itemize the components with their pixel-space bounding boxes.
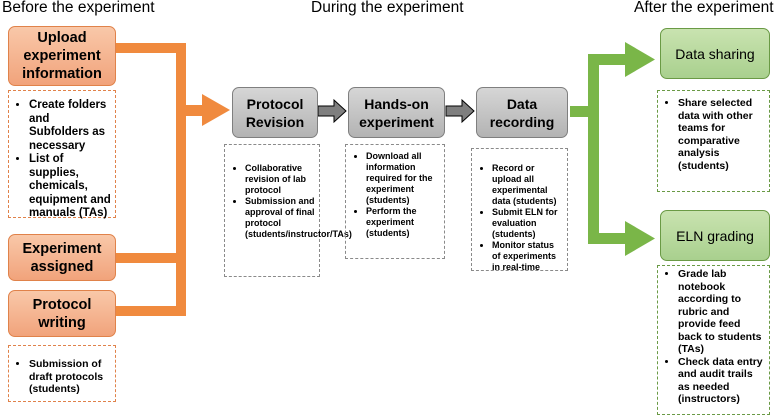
heading-before: Before the experiment bbox=[2, 0, 155, 16]
upload-experiment-label: Upload experiment information bbox=[22, 30, 102, 82]
recording-bullet-3: Monitor status of experiments in real-ti… bbox=[492, 240, 563, 273]
hands-on-bullet-2: Perform the experiment (students) bbox=[366, 206, 440, 239]
eln-grading-box: ELN grading bbox=[660, 210, 770, 261]
data-sharing-label: Data sharing bbox=[675, 45, 755, 62]
heading-during: During the experiment bbox=[311, 0, 464, 16]
hands-on-box: Hands-on experiment bbox=[348, 87, 445, 138]
writing-bullet-1: Submission of draft protocols (students) bbox=[29, 358, 111, 396]
data-sharing-box: Data sharing bbox=[660, 28, 770, 79]
protocol-writing-box: Protocol writing bbox=[8, 290, 116, 337]
recording-bullet-2: Submit ELN for evaluation (students) bbox=[492, 207, 563, 240]
gray-arrows bbox=[317, 98, 475, 124]
revision-bullet-1: Collaborative revision of lab protocol bbox=[245, 163, 315, 196]
protocol-writing-label: Protocol writing bbox=[32, 296, 92, 331]
experiment-assigned-box: Experiment assigned bbox=[8, 234, 116, 281]
data-recording-label: Data recording bbox=[489, 95, 555, 130]
green-split-arrow bbox=[570, 42, 655, 256]
eln-grading-label: ELN grading bbox=[676, 227, 754, 244]
recording-bullets-box: Record or upload all experimental data (… bbox=[471, 148, 568, 273]
sharing-bullets-box: Share selected data with other teams for… bbox=[657, 90, 770, 192]
hands-on-bullets-box: Download all information required for th… bbox=[345, 144, 445, 259]
hands-on-bullet-1: Download all information required for th… bbox=[366, 151, 440, 206]
revision-bullets-box: Collaborative revision of lab protocol S… bbox=[224, 144, 352, 277]
grading-bullet-1: Grade lab notebook according to rubric a… bbox=[678, 268, 765, 356]
upload-experiment-box: Upload experiment information bbox=[8, 26, 116, 86]
revision-bullet-2: Submission and approval of final protoco… bbox=[245, 196, 352, 240]
grading-bullet-2: Check data entry and audit trails as nee… bbox=[678, 356, 765, 406]
protocol-revision-box: Protocol Revision bbox=[232, 87, 318, 138]
grading-bullets-box: Grade lab notebook according to rubric a… bbox=[657, 265, 770, 415]
sharing-bullet-1: Share selected data with other teams for… bbox=[678, 97, 765, 172]
data-recording-box: Data recording bbox=[476, 87, 568, 138]
writing-bullets-box: Submission of draft protocols (students) bbox=[8, 345, 116, 402]
protocol-revision-label: Protocol Revision bbox=[245, 95, 305, 130]
heading-after: After the experiment bbox=[634, 0, 774, 16]
experiment-assigned-label: Experiment assigned bbox=[22, 240, 102, 275]
upload-bullets-box: Create folders and Subfolders as necessa… bbox=[8, 90, 116, 221]
recording-bullet-1: Record or upload all experimental data (… bbox=[492, 163, 563, 207]
upload-bullet-1: Create folders and Subfolders as necessa… bbox=[29, 99, 111, 153]
upload-bullet-2: List of supplies, chemicals, equipment a… bbox=[29, 153, 111, 221]
hands-on-label: Hands-on experiment bbox=[359, 95, 434, 130]
orange-merge-arrow bbox=[116, 43, 230, 316]
